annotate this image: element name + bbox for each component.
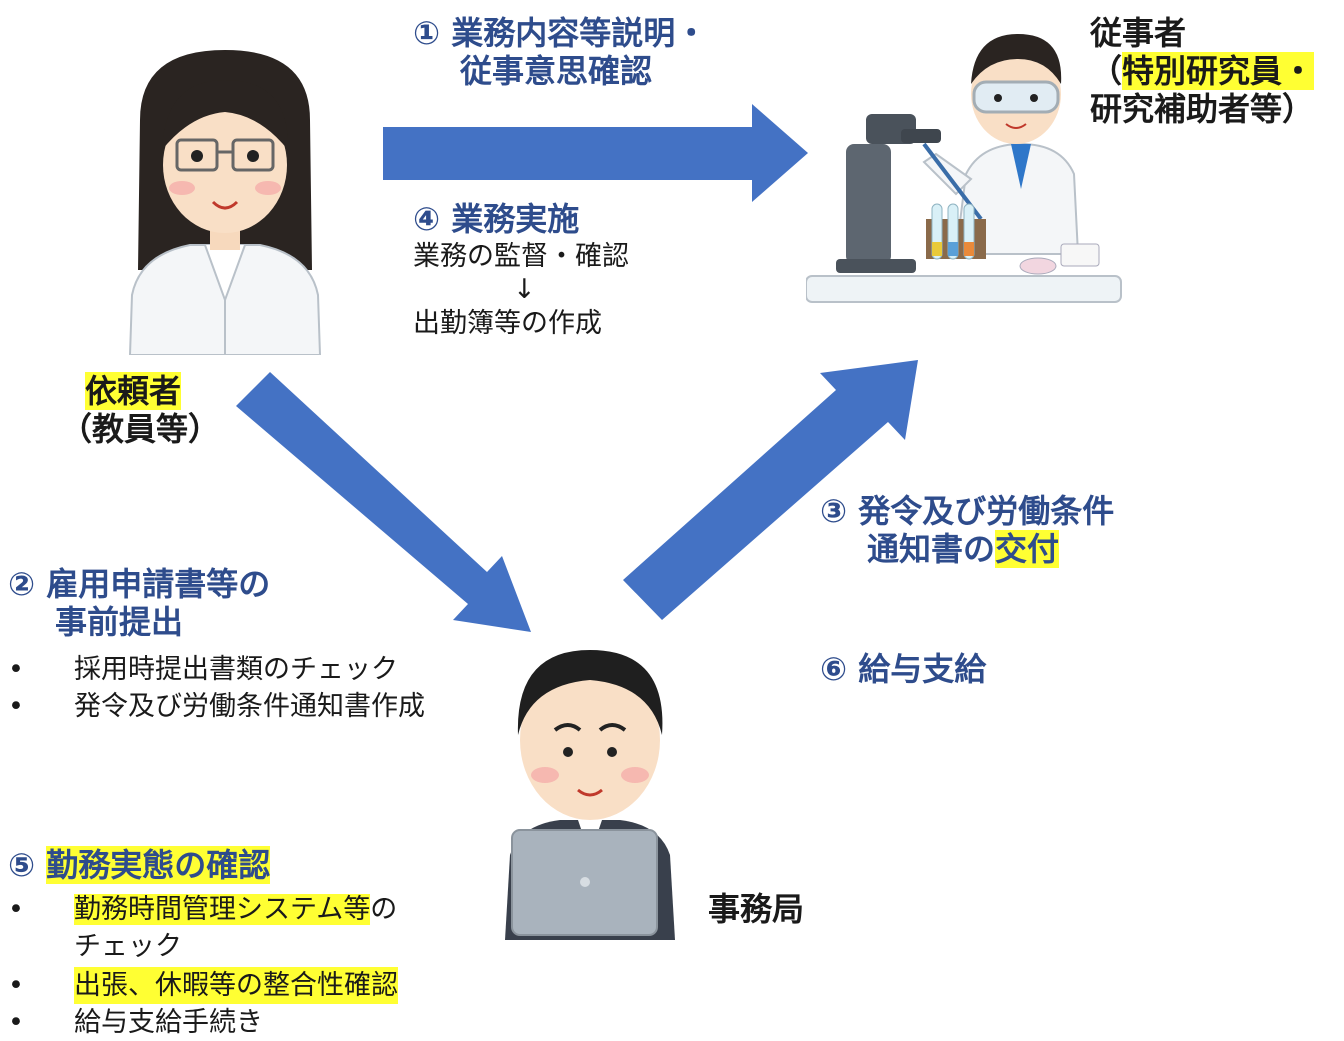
requester-sub: （教員等）	[60, 410, 221, 448]
requester-name: 依頼者	[85, 372, 182, 410]
step1-label: ① 業務内容等説明・ 従事意思確認	[413, 14, 707, 90]
office-illustration	[505, 650, 675, 940]
step1-line1: ① 業務内容等説明・	[413, 14, 708, 52]
step2-line1: ② 雇用申請書等の	[8, 565, 271, 603]
step5-item-0: • 勤務時間管理システム等の チェック	[8, 891, 488, 965]
bullet-dot: •	[8, 894, 24, 925]
step4-line2: 出勤簿等の作成	[413, 308, 602, 339]
bullet-dot: •	[8, 654, 24, 685]
step4-title: ④ 業務実施	[413, 200, 580, 238]
bullet-dot: •	[8, 691, 24, 722]
worker-line3: 研究補助者等）	[1090, 90, 1315, 128]
step5-label: ⑤ 勤務実態の確認 • 勤務時間管理システム等の チェック • 出張、休暇等の整…	[8, 846, 488, 1039]
bullet-dot: •	[8, 1007, 24, 1038]
requester-label: 依頼者 （教員等）	[60, 372, 220, 448]
step5-item-1-highlight: 出張、休暇等の整合性確認	[74, 967, 398, 1004]
step4-line1: 業務の監督・確認	[413, 241, 629, 272]
step5-item-0-highlight: 勤務時間管理システム等	[74, 894, 371, 925]
step5-item-0-cont: チェック	[74, 931, 182, 962]
step5-item-2: • 給与支給手続き	[8, 1004, 488, 1039]
step4-label: ④ 業務実施 業務の監督・確認 ↓ 出勤簿等の作成	[413, 200, 629, 342]
arrow-right-shape	[383, 104, 808, 202]
worker-highlight: 特別研究員・	[1122, 52, 1315, 90]
step5-title: ⑤ 勤務実態の確認	[8, 846, 488, 884]
step2-item-1: • 発令及び労働条件通知書作成	[8, 688, 508, 725]
worker-line2: （特別研究員・	[1090, 52, 1315, 90]
step2-label: ② 雇用申請書等の 事前提出 • 採用時提出書類のチェック • 発令及び労働条件…	[8, 565, 528, 735]
step2-line2: 事前提出	[55, 603, 184, 641]
step5-item-2-text: 給与支給手続き	[74, 1007, 263, 1038]
step2-item-0: • 採用時提出書類のチェック	[8, 651, 508, 688]
step5-item-0-plain: の	[370, 894, 398, 925]
step5-title-highlight: 勤務実態の確認	[46, 846, 271, 884]
worker-title: 従事者	[1090, 14, 1187, 52]
step3-line2-plain: 通知書の	[867, 530, 996, 568]
bullet-dot: •	[8, 970, 24, 1001]
arrow-diagonal-down-shape	[236, 372, 531, 632]
worker-paren-open: （	[1090, 52, 1123, 90]
step1-line2: 従事意思確認	[460, 52, 653, 90]
office-label: 事務局	[708, 890, 805, 928]
requester-illustration	[128, 50, 322, 355]
worker-illustration	[806, 34, 1122, 303]
step2-item-text: 採用時提出書類のチェック	[74, 654, 398, 685]
step6-label: ⑥ 給与支給	[820, 650, 987, 688]
step3-line1: ③ 発令及び労働条件	[820, 492, 1115, 530]
step3-label: ③ 発令及び労働条件 通知書の交付	[820, 492, 1114, 568]
requester-name-wrap: 依頼者	[60, 372, 220, 410]
worker-label: 従事者 （特別研究員・ 研究補助者等）	[1090, 14, 1315, 128]
step5-prefix: ⑤	[8, 846, 47, 884]
arrow-diagonal-up-shape	[623, 360, 918, 620]
step3-line2: 通知書の交付	[820, 530, 1114, 568]
step2-item-text: 発令及び労働条件通知書作成	[74, 691, 425, 722]
step5-item-0-text: 勤務時間管理システム等の	[74, 891, 397, 928]
step4-arrow: ↓	[513, 274, 536, 305]
step5-item-1: • 出張、休暇等の整合性確認	[8, 967, 488, 1004]
step3-line2-highlight: 交付	[995, 530, 1060, 568]
